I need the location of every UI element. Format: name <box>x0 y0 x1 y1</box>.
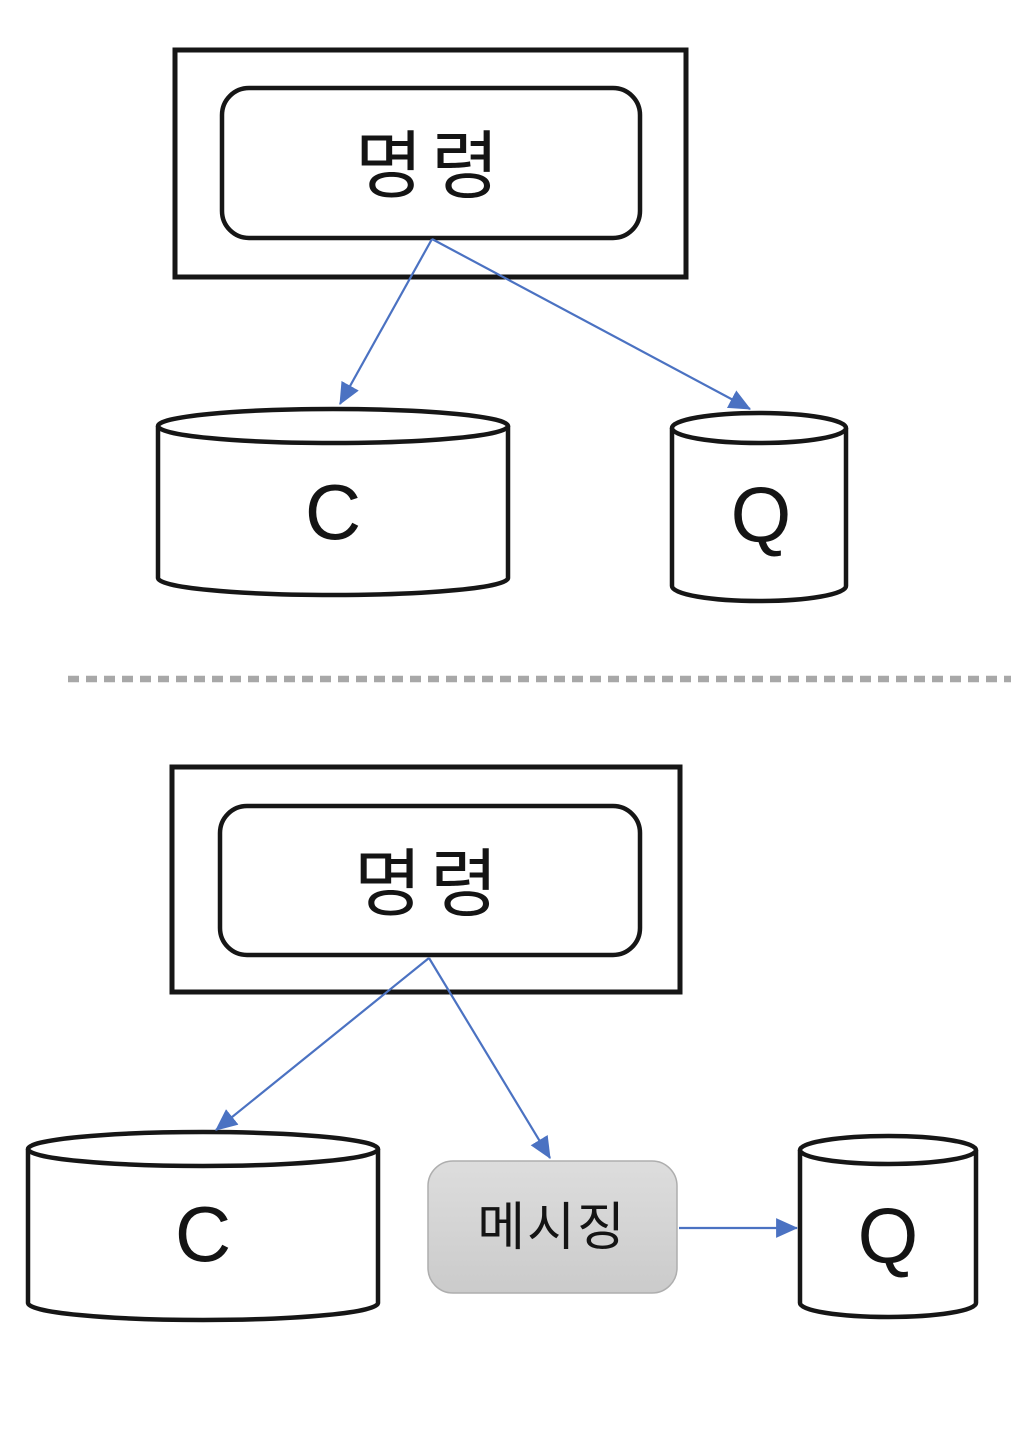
bottom-cylinder-q-top <box>797 1133 979 1167</box>
messaging-box <box>427 1160 678 1294</box>
top-command-label: 명령 <box>355 125 507 208</box>
bottom-command-inner-box <box>217 803 643 958</box>
messaging-label: 메시징 <box>477 1199 627 1257</box>
bottom-command-label: 명령 <box>354 843 506 926</box>
bottom-cylinder-q-body <box>797 1150 979 1320</box>
bottom-cylinder-q-label: Q <box>858 1192 919 1280</box>
bottom-cylinder-c-body <box>25 1149 381 1323</box>
top-cylinder-c-label: C <box>305 468 361 556</box>
top-cylinder-q-top <box>669 410 849 446</box>
top-cylinder-c-body <box>155 426 511 598</box>
top-cylinder-c-top <box>155 406 511 446</box>
bottom-cylinder-c-label: C <box>175 1190 231 1278</box>
top-cylinder-q-body <box>669 428 849 604</box>
arrow-bottom-command-to-c <box>215 957 430 1131</box>
arrow-top-command-to-c <box>339 238 433 405</box>
arrow-top-command-to-q <box>431 238 751 410</box>
arrow-bottom-command-to-messaging <box>428 957 551 1159</box>
top-command-inner-box <box>219 85 643 241</box>
top-cylinder-q-label: Q <box>731 471 792 559</box>
bottom-cylinder-c-top <box>25 1129 381 1169</box>
